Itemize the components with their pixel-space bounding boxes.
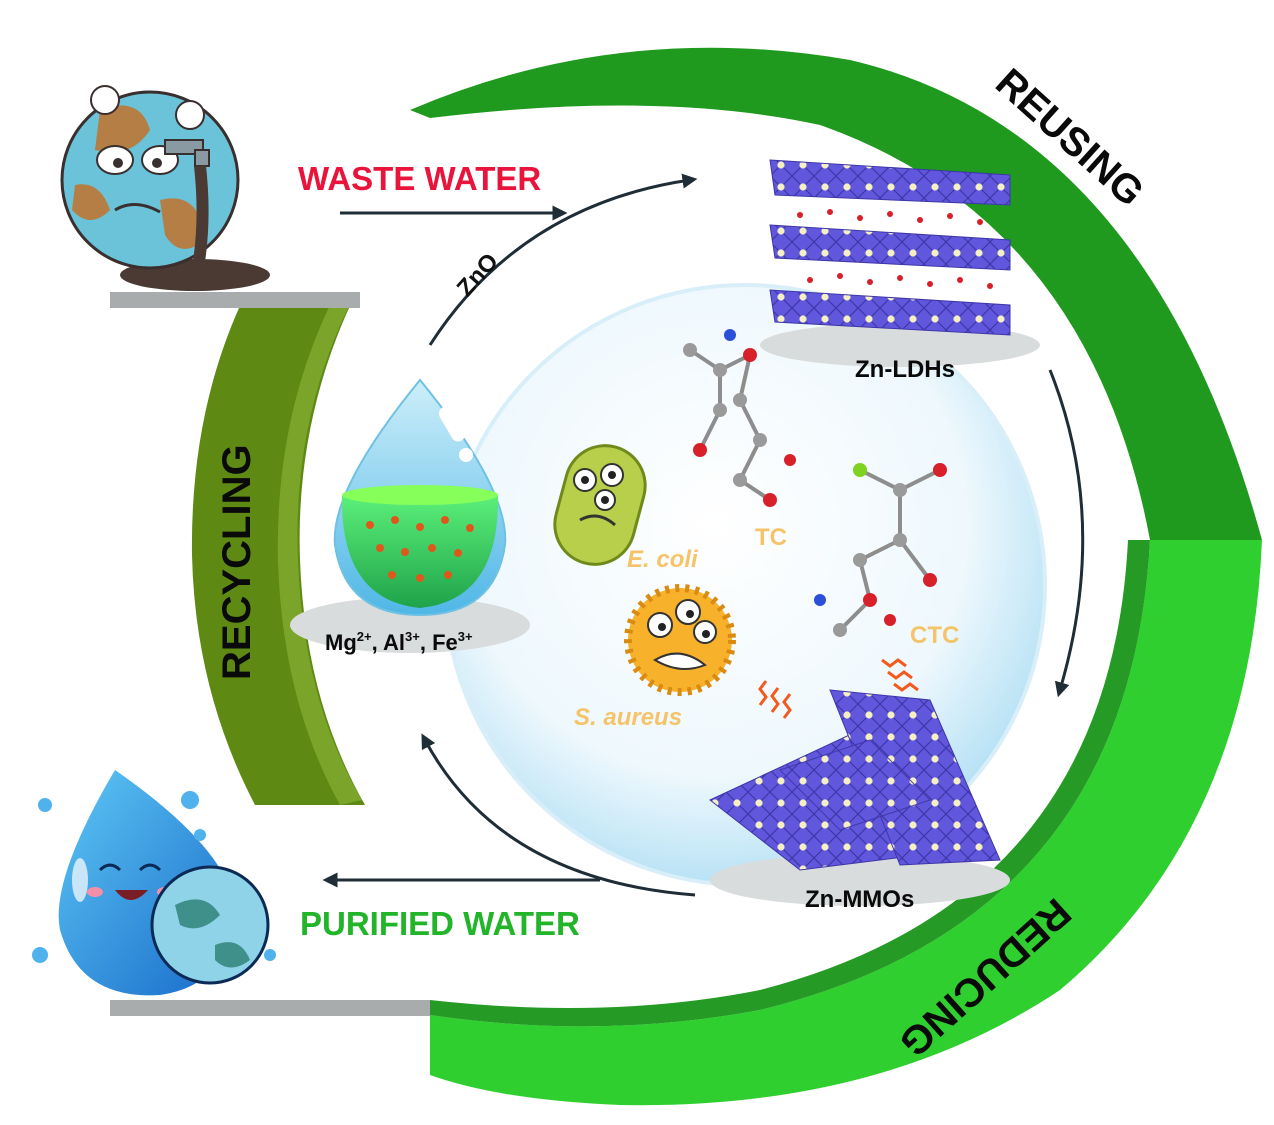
saureus-bacterium-icon: [624, 584, 736, 696]
ctc-label: CTC: [910, 622, 959, 649]
saureus-label: S. aureus: [574, 704, 682, 731]
mmo-return-arrow: [421, 733, 696, 897]
bottom-platform: [110, 1000, 430, 1016]
ions-label: Mg2+, Al3+, Fe3+: [325, 629, 473, 655]
happy-water-drop-icon: [32, 770, 276, 996]
zn-mmo-sheets: [709, 689, 1010, 906]
ecoli-label: E. coli: [627, 546, 699, 573]
recycling-label: RECYCLING: [215, 444, 259, 680]
ion-water-drop-icon: [290, 378, 530, 653]
zn-mmos-label: Zn-MMOs: [805, 886, 914, 913]
top-platform: [110, 292, 360, 308]
green-outer-ring: [410, 47, 1262, 1106]
zno-label: ZnO: [452, 248, 504, 302]
tc-molecule: [683, 329, 796, 507]
zn-ldhs-label: Zn-LDHs: [855, 356, 955, 383]
process-arrows: [322, 173, 1085, 897]
ctc-molecule: [814, 463, 947, 637]
ldh-to-mmo-arrow: [1048, 369, 1085, 698]
waste-water-label: WASTE WATER: [298, 160, 541, 197]
zn-ldh-sheets: [760, 159, 1040, 367]
zno-arc-arrow: [428, 173, 698, 346]
sad-earth-faucet-icon: [60, 85, 270, 291]
heat-arrows-icon: [758, 658, 919, 719]
tc-label: TC: [755, 524, 787, 551]
recycling-bar: [191, 295, 365, 805]
ecoli-bacterium-icon: [553, 444, 647, 566]
purified-water-label: PURIFIED WATER: [300, 905, 580, 942]
